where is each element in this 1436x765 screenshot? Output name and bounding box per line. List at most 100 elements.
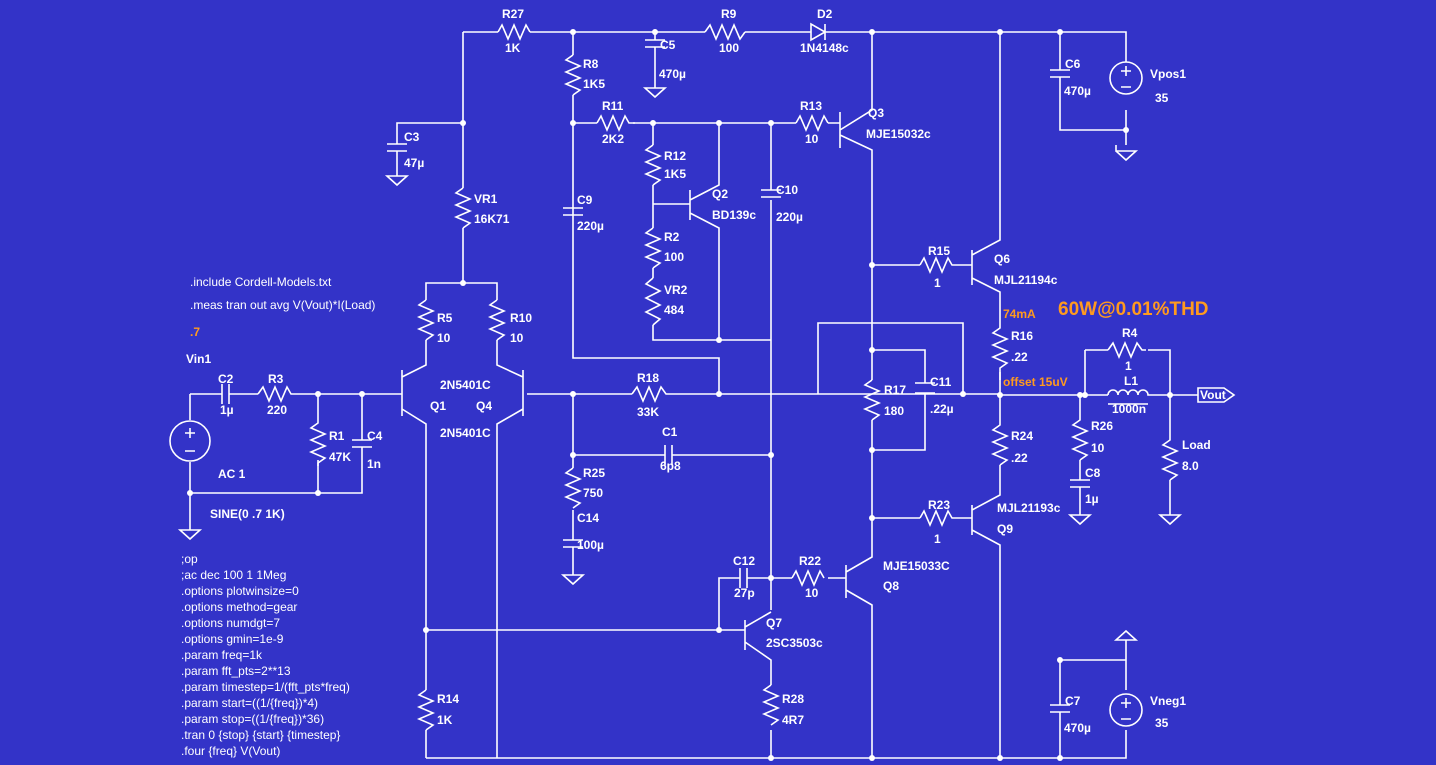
resistor-load [1160,435,1180,481]
spice-directives: ;op ;ac dec 100 1 1Meg .options plotwins… [181,552,350,758]
label-q4-type: 2N5401C [440,426,491,440]
capacitor-c9 [563,207,583,216]
label-vr1: VR1 [474,192,498,206]
label-load: Load [1182,438,1211,452]
capacitor-c10 [761,189,781,198]
label-c3: C3 [404,130,420,144]
resistor-r27 [497,22,531,42]
resistor-r15 [919,255,957,275]
label-r22: R22 [799,554,821,568]
capacitor-c1 [664,445,675,465]
label-r12: R12 [664,149,686,163]
value-vr2: 484 [664,303,684,317]
value-c1: 6p8 [660,459,681,473]
directive-line: .four {freq} V(Vout) [181,744,280,758]
value-r11: 2K2 [602,132,624,146]
value-c3: 47µ [404,156,424,170]
resistor-r23 [919,508,957,528]
label-c6: C6 [1065,57,1081,71]
label-c8: C8 [1085,466,1101,480]
label-r24: R24 [1011,429,1033,443]
value-vin1-sine: SINE(0 .7 1K) [210,507,285,521]
resistor-r17 [862,379,882,421]
value-q6: MJL21194c [994,273,1058,287]
label-r16: R16 [1011,329,1033,343]
value-r17: 180 [884,404,904,418]
source-vin1 [169,420,211,462]
resistor-r3 [257,384,295,404]
label-r10: R10 [510,311,532,325]
ground-vpos [1115,145,1139,162]
value-r23: 1 [934,532,941,546]
value-r28: 4R7 [782,713,804,727]
label-q7: Q7 [766,616,782,630]
value-r5: 10 [437,331,451,345]
value-load: 8.0 [1182,459,1199,473]
ground-vin [177,529,203,541]
label-r15: R15 [928,244,950,258]
value-vin1: AC 1 [218,467,246,481]
resistor-r1 [308,415,328,466]
value-r8: 1K5 [583,77,605,91]
junctions [187,29,1173,761]
resistor-r22 [791,568,825,588]
label-q3: Q3 [868,106,884,120]
value-r14: 1K [437,713,453,727]
directive-line: .param stop=((1/{freq})*36) [181,712,324,726]
label-r26: R26 [1091,419,1113,433]
value-c11: .22µ [930,402,954,416]
wires [189,31,1198,759]
ground-vneg [1113,629,1139,641]
value-c6: 470µ [1064,84,1091,98]
label-c12: C12 [733,554,755,568]
label-r13: R13 [800,99,822,113]
value-c8: 1µ [1085,492,1099,506]
thd-title: 60W@0.01%THD [1058,299,1209,320]
directive-line: .options method=gear [181,600,297,614]
directive-line: .options numdgt=7 [181,616,280,630]
ground-c14 [560,574,586,586]
label-r27: R27 [502,7,524,21]
label-q6: Q6 [994,252,1010,266]
directive-line: .param fft_pts=2**13 [181,664,291,678]
resistor-r18 [631,384,670,404]
ground-c8 [1067,514,1093,526]
param-value: .7 [190,325,200,339]
label-d2: D2 [817,7,833,21]
value-r26: 10 [1091,441,1105,455]
label-q8: Q8 [883,579,899,593]
ground-c3 [384,175,410,187]
label-c14: C14 [577,511,599,525]
value-r4: 1 [1125,359,1132,373]
value-d2: 1N4148c [800,41,849,55]
label-c11: C11 [930,375,952,389]
label-c5: C5 [660,38,676,52]
resistor-r28 [761,684,781,726]
label-c4: C4 [367,429,383,443]
value-c7: 470µ [1064,721,1091,735]
value-r1: 47K [329,450,351,464]
label-c7: C7 [1065,694,1081,708]
resistor-r5 [416,299,436,341]
value-c14: 100µ [577,538,604,552]
label-c10: C10 [776,183,798,197]
value-vneg1: 35 [1155,716,1169,730]
value-r12: 1K5 [664,167,686,181]
resistor-r11 [596,113,635,133]
resistor-r24 [990,420,1010,466]
resistor-r4 [1107,340,1146,360]
value-r13: 10 [805,132,819,146]
capacitor-c5 [645,39,665,66]
label-r1: R1 [329,429,345,443]
label-r23: R23 [928,498,950,512]
value-r18: 33K [637,405,659,419]
capacitor-c8 [1070,479,1090,495]
capacitor-symbols [215,39,1090,718]
value-r2: 100 [664,250,684,264]
resistor-r9 [704,22,746,42]
ground-c5 [642,87,668,99]
capacitor-c6 [1050,62,1070,92]
label-l1: L1 [1124,374,1138,388]
misc-symbols [169,22,1150,727]
label-r18: R18 [637,371,659,385]
